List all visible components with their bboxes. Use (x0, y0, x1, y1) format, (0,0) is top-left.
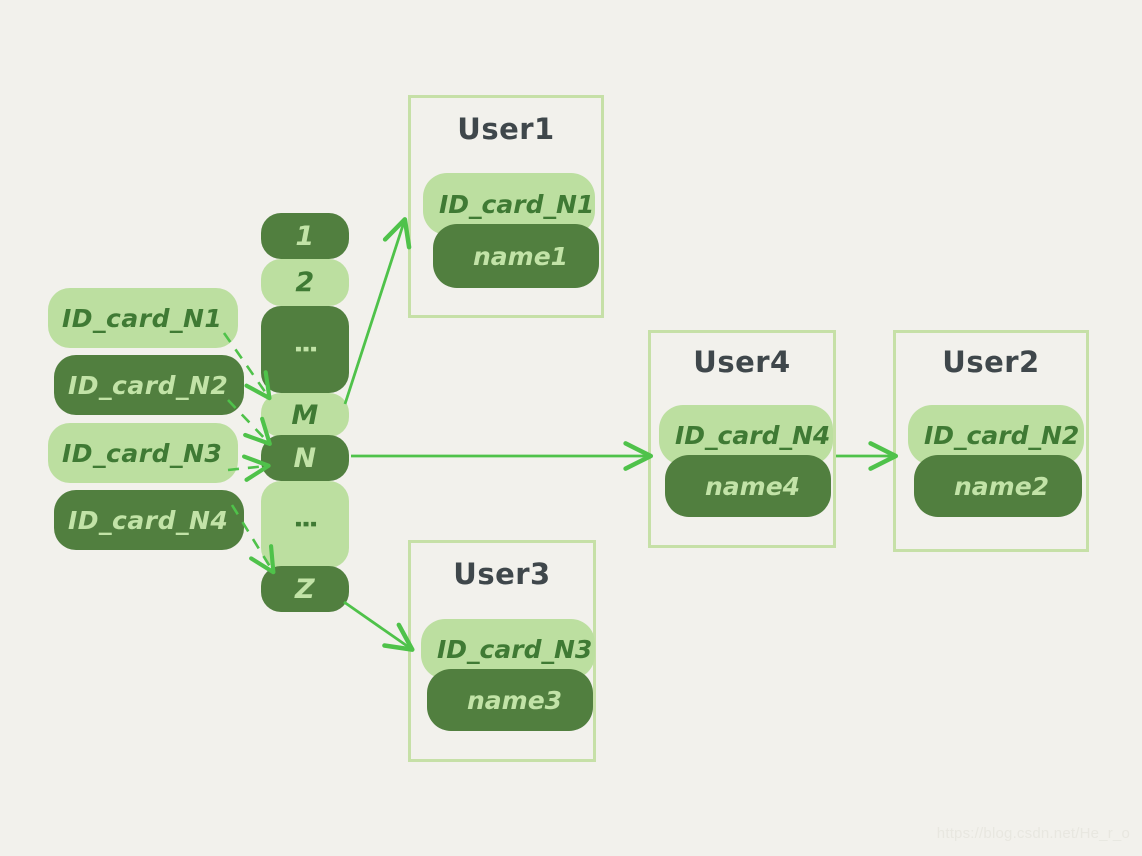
hash-slot-1[interactable]: 1 (261, 213, 349, 259)
user-box-user2[interactable]: User2 ID_card_N2 name2 (893, 330, 1089, 552)
idcard-pill-1[interactable]: ID_card_N1 (48, 288, 238, 348)
user1-idcard-label: ID_card_N1 (439, 189, 595, 219)
user1-title: User1 (457, 112, 555, 146)
idcard-pill-2[interactable]: ID_card_N2 (54, 355, 244, 415)
user4-idcard-label: ID_card_N4 (675, 420, 831, 450)
hash-slot-z[interactable]: Z (261, 566, 349, 612)
user2-title: User2 (942, 345, 1040, 379)
edge-slot-z-to-user3 (343, 600, 415, 652)
watermark: https://blog.csdn.net/He_r_o (936, 825, 1130, 842)
hash-slot-label-3: ⋮ (290, 336, 321, 363)
edge-slot-m-to-user1 (343, 217, 412, 405)
user3-name-row: name3 (427, 669, 593, 731)
idcard-pill-4[interactable]: ID_card_N4 (54, 490, 244, 550)
hash-slot-label-7: Z (294, 573, 316, 605)
idcard-pill-3[interactable]: ID_card_N3 (48, 423, 238, 483)
user-box-user1[interactable]: User1 ID_card_N1 name1 (408, 95, 604, 318)
hash-slot-label-2: 2 (295, 267, 315, 298)
user4-name-row: name4 (665, 455, 831, 517)
idcard-label-3: ID_card_N3 (62, 438, 223, 468)
user4-name-label: name4 (705, 471, 801, 501)
user3-name-label: name3 (467, 685, 563, 715)
user1-name-label: name1 (473, 241, 569, 271)
hash-slot-ellipsis-upper: ⋮ (261, 306, 349, 393)
user2-idcard-label: ID_card_N2 (924, 420, 1080, 450)
hash-slot-ellipsis-lower: ⋮ (261, 481, 349, 568)
hash-slot-label-1: 1 (295, 220, 315, 252)
user-box-user4[interactable]: User4 ID_card_N4 name4 (648, 330, 836, 548)
hash-slot-m[interactable]: M (261, 393, 349, 437)
user4-title: User4 (693, 345, 791, 379)
user-box-user3[interactable]: User3 ID_card_N3 name3 (408, 540, 596, 762)
hash-slot-label-6: ⋮ (290, 511, 321, 538)
idcard-label-4: ID_card_N4 (68, 505, 229, 535)
user3-title: User3 (453, 557, 551, 591)
hash-slot-label-4: M (291, 399, 319, 431)
idcard-label-1: ID_card_N1 (62, 303, 223, 333)
user3-idcard-label: ID_card_N3 (437, 634, 593, 664)
idcard-label-2: ID_card_N2 (68, 370, 229, 400)
user2-name-label: name2 (954, 471, 1050, 501)
hash-slot-2[interactable]: 2 (261, 259, 349, 306)
hash-slot-n[interactable]: N (261, 435, 349, 481)
user1-name-row: name1 (433, 224, 599, 288)
user2-name-row: name2 (914, 455, 1082, 517)
hash-slot-label-5: N (293, 442, 317, 474)
